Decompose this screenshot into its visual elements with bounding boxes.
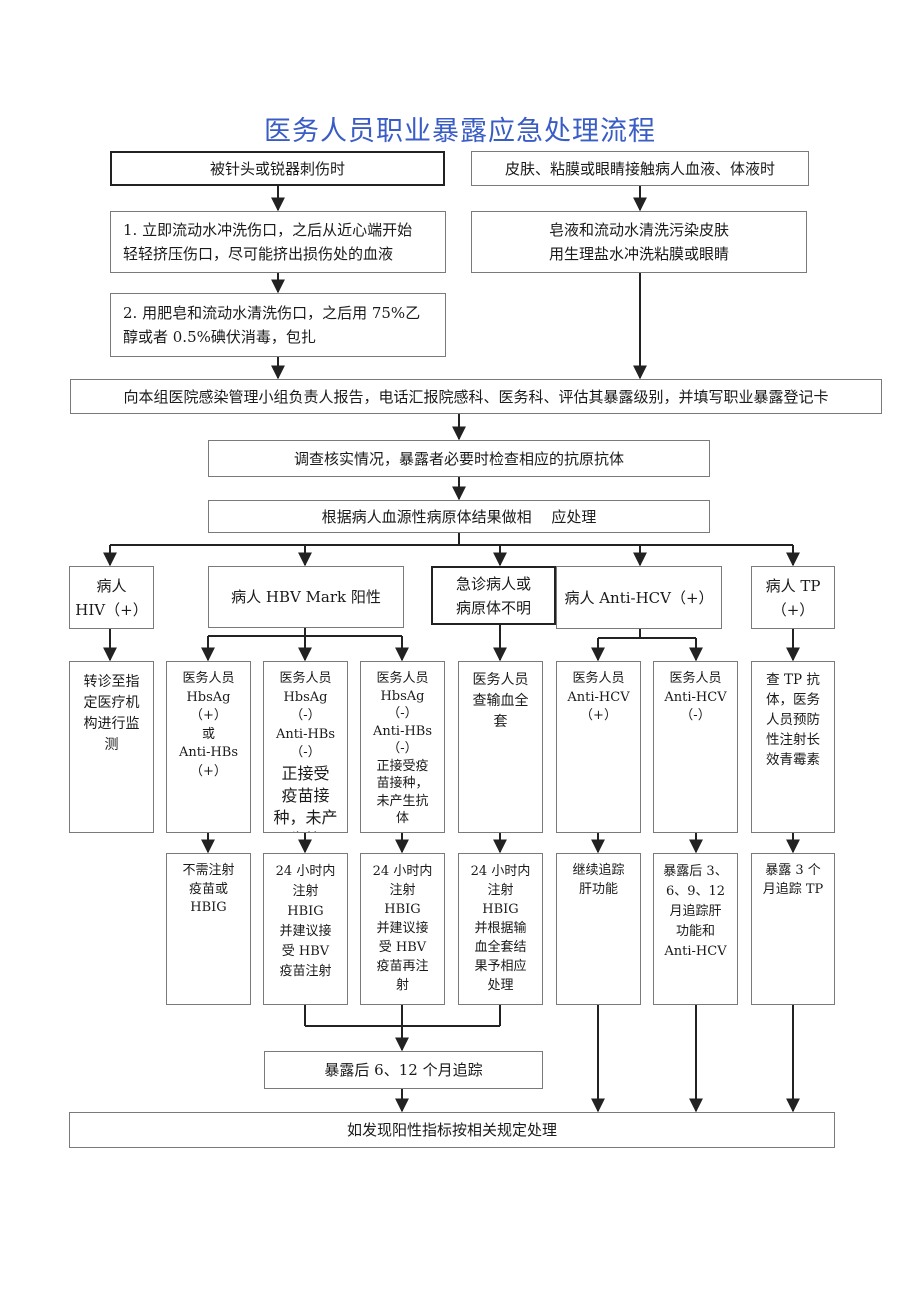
hbig-vaccine-box: 24 小时内 注射 HBIG 并建议接 受 HBV 疫苗注射 [263, 853, 348, 1005]
skin-contact-box: 皮肤、粘膜或眼睛接触病人血液、体液时 [471, 151, 809, 186]
patient-tp-box: 病人 TP （+） [751, 566, 835, 629]
report-box: 向本组医院感染管理小组负责人报告，电话汇报院感科、医务科、评估其暴露级别，并填写… [70, 379, 882, 414]
hbv-staff-negative-vaccinating-note: 正接受 疫苗接 种，未产 生抗 [273, 763, 338, 833]
patient-hcv-box: 病人 Anti-HCV（+） [556, 566, 722, 629]
hbig-revaccine-box: 24 小时内 注射 HBIG 并建议接 受 HBV 疫苗再注 射 [360, 853, 445, 1005]
step2-disinfect-box: 2. 用肥皂和流动水清洗伤口，之后用 75%乙 醇或者 0.5%碘伏消毒，包扎 [110, 293, 446, 357]
tp-follow-box: 暴露 3 个 月追踪 TP [751, 853, 835, 1005]
tp-staff-box: 查 TP 抗 体，医务 人员预防 性注射长 效青霉素 [751, 661, 835, 833]
hbv-staff-negative-vaccinating-box: 医务人员 HbsAg （-） Anti-HBs （-） 正接受 疫苗接 种，未产… [263, 661, 348, 833]
final-handling-box: 如发现阳性指标按相关规定处理 [69, 1112, 835, 1148]
soap-wash-box: 皂液和流动水清洗污染皮肤 用生理盐水冲洗粘膜或眼睛 [471, 211, 807, 273]
hbv-staff-negative-box: 医务人员 HbsAg （-） Anti-HBs （-） 正接受疫 苗接种， 未产… [360, 661, 445, 833]
hiv-referral-box: 转诊至指 定医疗机 构进行监 测 [69, 661, 154, 833]
hcv-staff-positive-box: 医务人员 Anti-HCV （+） [556, 661, 641, 833]
emergency-unknown-box: 急诊病人或 病原体不明 [431, 566, 556, 625]
needle-injury-box: 被针头或锐器刺伤时 [110, 151, 445, 186]
hcv-follow-box: 暴露后 3、 6、9、12 月追踪肝 功能和 Anti-HCV [653, 853, 738, 1005]
page-title: 医务人员职业暴露应急处理流程 [264, 116, 656, 147]
hbv-staff-positive-box: 医务人员 HbsAg （+） 或 Anti-HBs （+） [166, 661, 251, 833]
emergency-staff-box: 医务人员 查输血全 套 [458, 661, 543, 833]
investigate-box: 调查核实情况，暴露者必要时检查相应的抗原抗体 [208, 440, 710, 477]
no-injection-box: 不需注射 疫苗或 HBIG [166, 853, 251, 1005]
liver-follow-box: 继续追踪 肝功能 [556, 853, 641, 1005]
handle-by-result-box: 根据病人血源性病原体结果做相 应处理 [208, 500, 710, 533]
step1-rinse-box: 1. 立即流动水冲洗伤口，之后从近心端开始 轻轻挤压伤口，尽可能挤出损伤处的血液 [110, 211, 446, 273]
hcv-staff-negative-box: 医务人员 Anti-HCV （-） [653, 661, 738, 833]
hbig-transfusion-box: 24 小时内 注射 HBIG 并根据输 血全套结 果予相应 处理 [458, 853, 543, 1005]
follow-6-12-box: 暴露后 6、12 个月追踪 [264, 1051, 543, 1089]
patient-hiv-box: 病人 HIV（+） [69, 566, 154, 629]
patient-hbv-box: 病人 HBV Mark 阳性 [208, 566, 404, 628]
